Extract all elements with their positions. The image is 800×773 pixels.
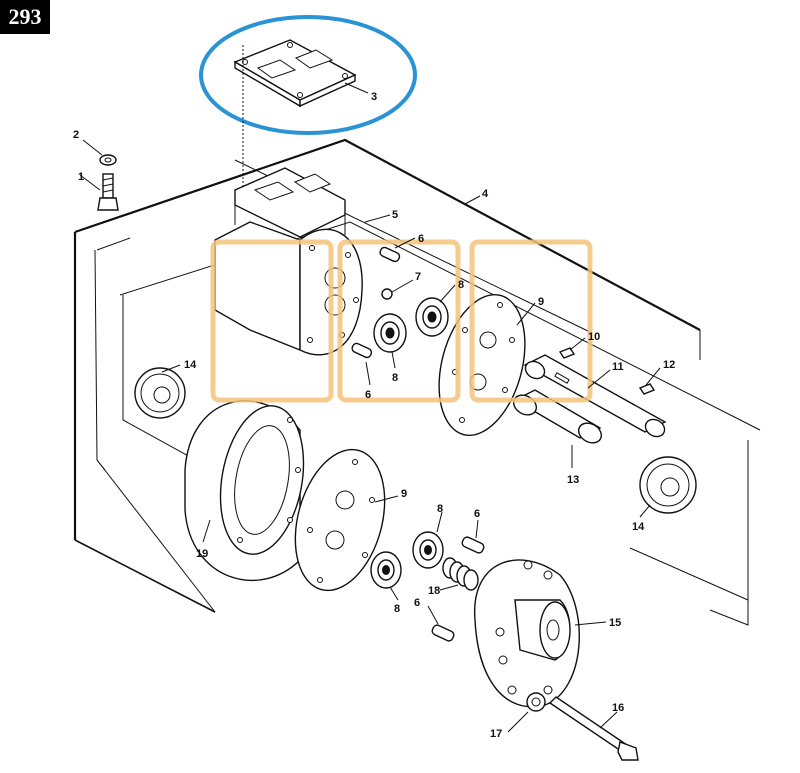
callout-9-a: 9 xyxy=(538,296,544,308)
callout-12: 12 xyxy=(663,359,675,371)
gear-left xyxy=(134,367,186,419)
dowel-pins-upper xyxy=(351,246,401,359)
callout-8-b: 8 xyxy=(392,372,398,384)
leader-lines xyxy=(79,82,661,733)
gear-right xyxy=(639,456,697,514)
relief-spring xyxy=(442,557,479,591)
bearings-lower xyxy=(370,531,444,589)
callout-7: 7 xyxy=(415,271,421,283)
callout-8-c: 8 xyxy=(437,503,443,515)
page-number-badge: 293 xyxy=(0,0,50,34)
callout-8-a: 8 xyxy=(458,279,464,291)
callout-10: 10 xyxy=(588,331,600,343)
callout-14-a: 14 xyxy=(184,359,197,371)
cover-bolt xyxy=(526,692,639,761)
callout-15: 15 xyxy=(609,617,621,629)
callout-17: 17 xyxy=(490,728,502,740)
highlight-circle xyxy=(199,15,417,135)
shafts-and-keys xyxy=(512,347,667,444)
callout-5: 5 xyxy=(392,209,398,221)
callout-1: 1 xyxy=(78,171,84,183)
pump-cover xyxy=(474,559,580,708)
gasket xyxy=(233,39,357,108)
page-number: 293 xyxy=(8,4,42,29)
bolt-and-washer xyxy=(97,154,119,211)
callout-6-b: 6 xyxy=(365,389,371,401)
callouts: 1 2 3 4 5 6 7 8 9 10 11 12 8 6 14 13 14 … xyxy=(73,91,675,740)
dowel-pins-lower xyxy=(431,536,485,642)
callout-14-b: 14 xyxy=(632,521,645,533)
watermark xyxy=(210,239,593,403)
callout-6-a: 6 xyxy=(418,233,424,245)
callout-4: 4 xyxy=(482,188,489,200)
wear-plate-lower xyxy=(294,448,386,592)
callout-8-d: 8 xyxy=(394,603,400,615)
callout-18: 18 xyxy=(428,585,440,597)
callout-19: 19 xyxy=(196,548,208,560)
callout-9-b: 9 xyxy=(401,488,407,500)
gear-housing xyxy=(184,400,305,582)
callout-6-d: 6 xyxy=(414,597,420,609)
callout-11: 11 xyxy=(612,361,624,373)
callout-16: 16 xyxy=(612,702,624,714)
callout-6-c: 6 xyxy=(474,508,480,520)
callout-3: 3 xyxy=(371,91,377,103)
callout-2: 2 xyxy=(73,129,79,141)
callout-13: 13 xyxy=(567,474,579,486)
bearings-upper xyxy=(373,297,449,353)
